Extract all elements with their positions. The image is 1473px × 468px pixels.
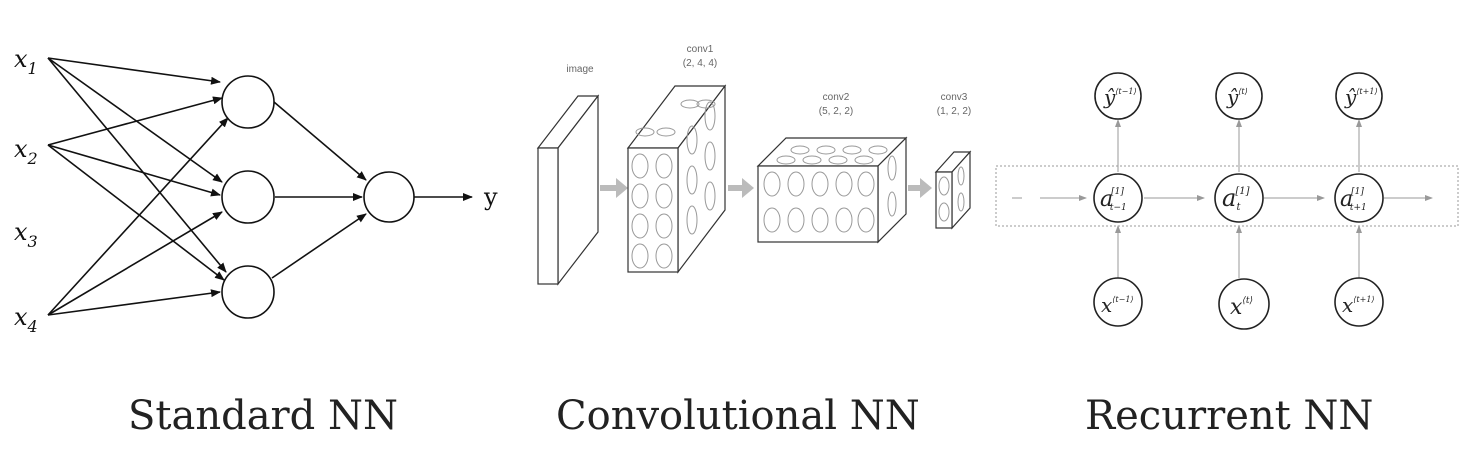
hidden-output-edges <box>271 101 473 279</box>
rnn-output-label-t: ŷ⟨t⟩ <box>1226 85 1248 109</box>
layer-name-conv3: conv3 <box>941 92 968 103</box>
rnn-hidden-label-t: a[1]t <box>1222 184 1250 213</box>
rnn-output-node-t <box>1215 72 1263 120</box>
output-neuron <box>363 171 415 223</box>
rnn-hidden-node-t <box>1214 173 1264 223</box>
hidden-neuron-1 <box>221 75 275 129</box>
rnn-input-node-t-minus-1 <box>1093 277 1143 327</box>
layer-dims-conv2: (5, 2, 2) <box>819 106 853 117</box>
recurrent-vertical-edges <box>1115 119 1362 278</box>
rnn-input-label-t: x⟨t⟩ <box>1230 295 1253 320</box>
hidden-state-band <box>995 165 1459 227</box>
rnn-hidden-label-t-minus-1: a[1]t−1 <box>1100 187 1127 213</box>
rnn-hidden-node-t-plus-1 <box>1334 173 1384 223</box>
convolutional-nn-panel: image conv1 (2, 4, 4) <box>536 44 972 286</box>
caption-standard-nn: Standard NN <box>128 393 398 439</box>
hidden-neuron-3 <box>221 265 275 319</box>
rnn-output-label-t-minus-1: ŷ⟨t−1⟩ <box>1103 85 1137 109</box>
rnn-output-node-t-plus-1 <box>1335 72 1383 120</box>
rnn-hidden-label-t-plus-1: a[1]t+1 <box>1340 187 1367 213</box>
input-label-x2: x2 <box>14 135 38 168</box>
layer-name-conv1: conv1 <box>687 44 714 55</box>
rnn-input-node-t <box>1218 278 1270 330</box>
layer-name-conv2: conv2 <box>823 92 850 103</box>
rnn-output-node-t-minus-1 <box>1094 72 1142 120</box>
rnn-input-label-t-minus-1: x⟨t−1⟩ <box>1101 293 1134 317</box>
input-label-x1: x1 <box>14 45 38 78</box>
rnn-input-label-t-plus-1: x⟨t+1⟩ <box>1342 293 1375 317</box>
rnn-output-label-t-plus-1: ŷ⟨t+1⟩ <box>1344 85 1378 109</box>
rnn-hidden-node-t-minus-1 <box>1093 173 1143 223</box>
input-label-x3: x3 <box>14 218 38 251</box>
layer-name-image: image <box>566 64 594 75</box>
conv1-layer <box>626 84 727 274</box>
rnn-input-node-t-plus-1 <box>1334 277 1384 327</box>
caption-recurrent-nn: Recurrent NN <box>1085 393 1374 439</box>
image-layer <box>536 94 600 286</box>
layer-dims-conv3: (1, 2, 2) <box>937 106 971 117</box>
standard-nn-panel: x1 x2 x3 x4 y <box>14 45 498 336</box>
hidden-neuron-2 <box>221 170 275 224</box>
conv3-layer <box>934 150 972 230</box>
layer-dims-conv1: (2, 4, 4) <box>683 58 717 69</box>
caption-convolutional-nn: Convolutional NN <box>556 393 920 439</box>
conv2-layer <box>756 136 908 244</box>
input-hidden-edges <box>47 57 229 316</box>
output-label-y: y <box>483 183 498 211</box>
recurrent-nn-panel: ŷ⟨t−1⟩ ŷ⟨t⟩ ŷ⟨t+1⟩ a[1]t−1 a[1]t a[1]t+1… <box>995 72 1459 330</box>
input-label-x4: x4 <box>14 303 38 336</box>
